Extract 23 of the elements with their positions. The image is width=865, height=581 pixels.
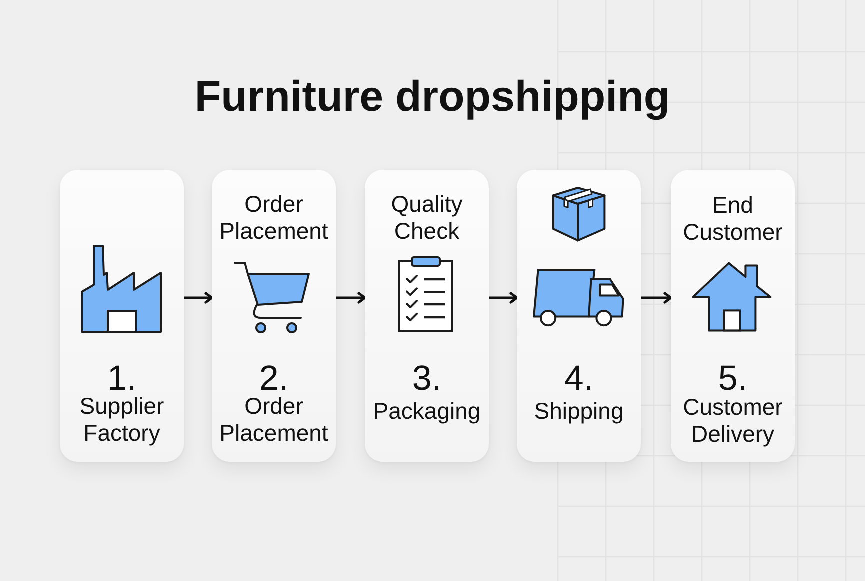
step-heading: Order Placement: [218, 191, 330, 245]
step-number: 1.: [107, 365, 137, 393]
step-number: 5.: [718, 365, 748, 393]
diagram-title: Furniture dropshipping: [194, 72, 670, 122]
arrow: [641, 292, 672, 304]
step-card: [365, 170, 489, 462]
step-label: Order Placement: [218, 393, 330, 447]
step-card: [212, 170, 336, 462]
step-number: 3.: [412, 365, 442, 393]
step-card: [671, 170, 795, 462]
step-heading: Quality Check: [390, 191, 464, 245]
arrow: [336, 292, 366, 304]
step-label: Customer Delivery: [682, 394, 784, 448]
step-heading: End Customer: [682, 192, 784, 246]
step-card: [517, 170, 641, 462]
arrow: [184, 292, 214, 304]
step-number: 4.: [564, 365, 594, 393]
step-card: [60, 170, 184, 462]
step-label: Shipping: [534, 398, 624, 425]
step-number: 2.: [259, 365, 289, 393]
step-label: Supplier Factory: [78, 393, 166, 447]
arrow: [489, 292, 518, 304]
step-label: Packaging: [373, 398, 481, 425]
